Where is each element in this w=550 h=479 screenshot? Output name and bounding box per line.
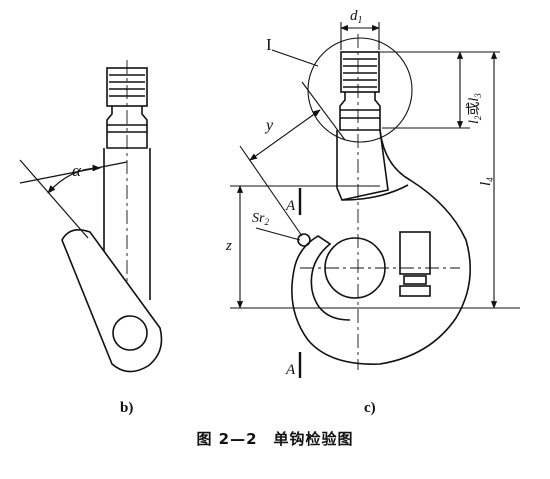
section-a-bottom-label: A [285, 362, 296, 378]
detail-i-label: I [266, 35, 272, 54]
y-label: y [264, 117, 274, 134]
view-c-hook-drawing [291, 34, 471, 378]
sr2-label: Sr2 [252, 211, 269, 227]
section-a-top-label: A [285, 198, 296, 214]
figure-caption: 图 2—2 单钩检验图 [196, 430, 354, 448]
view-c-label: c) [364, 400, 376, 416]
z-label: z [225, 238, 232, 254]
d1-label: d1 [350, 8, 363, 26]
l2-or-l3-label: l2或l3 [466, 93, 483, 124]
alpha-angle-annotation [19, 159, 128, 239]
dimension-lines [230, 22, 520, 309]
l4-label: l4 [478, 177, 495, 186]
view-b-shank-drawing [61, 60, 163, 373]
alpha-label: α [72, 161, 82, 180]
view-b-label: b) [120, 400, 133, 416]
